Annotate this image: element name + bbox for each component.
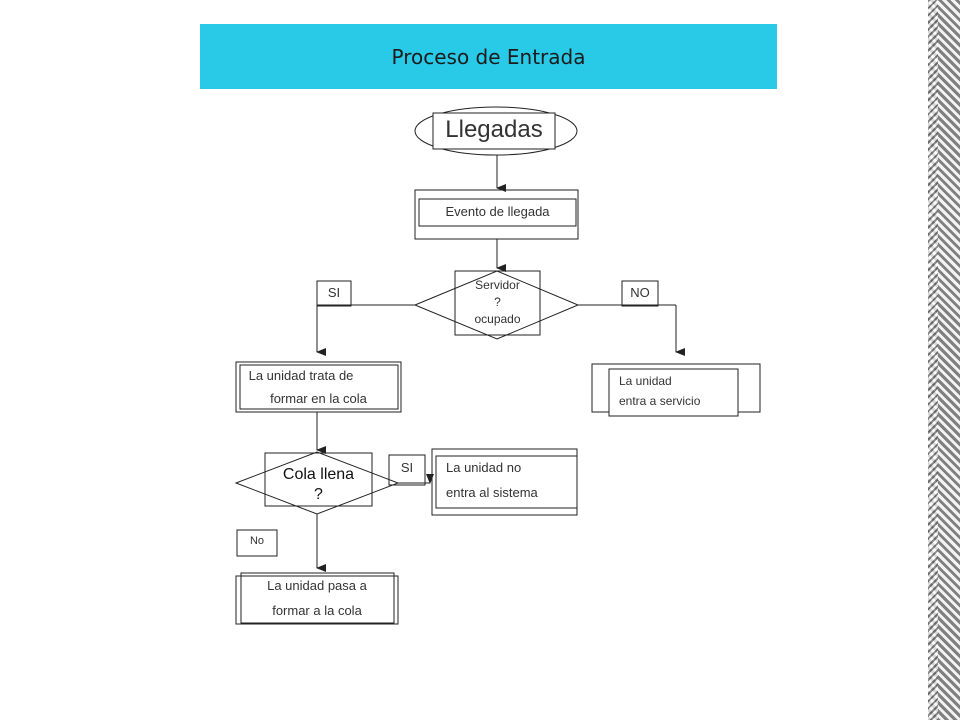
evento-inner-box — [418, 198, 577, 227]
trata-label-1: La unidad trata de — [248, 368, 354, 383]
cola-label-2: ? — [314, 486, 323, 503]
servidor-label-2: ? — [494, 295, 501, 309]
noentra-inner-box — [435, 455, 578, 509]
servicio-label-2: entra a servicio — [619, 394, 701, 408]
title-banner: Proceso de Entrada — [200, 24, 777, 89]
no-cola-label-box — [236, 529, 278, 557]
no-cola-label: No — [249, 535, 265, 547]
trata-inner-box — [239, 364, 399, 410]
decorative-border — [928, 0, 960, 720]
noentra-label-2: entra al sistema — [446, 485, 538, 500]
si-cola-label: SI — [400, 460, 414, 475]
pasa-outer-box — [235, 575, 399, 625]
noentra-outer-box — [431, 448, 578, 516]
trata-outer-box — [235, 361, 402, 413]
pasa-label-1: La unidad pasa a — [267, 578, 367, 593]
no-label-box — [621, 280, 659, 307]
noentra-label-1: La unidad no — [446, 460, 522, 475]
evento-label: Evento de llegada — [445, 204, 550, 219]
servicio-label-1: La unidad — [619, 374, 672, 388]
si-label-box — [316, 280, 352, 307]
pasa-label-2: formar a la cola — [272, 603, 362, 618]
llegadas-label: Llegadas — [445, 116, 543, 143]
trata-label-2: formar en la cola — [270, 391, 367, 406]
llegadas-box — [432, 112, 556, 150]
si-label: SI — [327, 285, 341, 300]
page-title: Proceso de Entrada — [391, 44, 586, 69]
pasa-inner-box — [240, 572, 395, 624]
no-label: NO — [630, 285, 650, 300]
cola-label-1: Cola llena — [282, 466, 355, 483]
servidor-label-3: ocupado — [474, 312, 521, 326]
llegadas-ellipse — [414, 106, 578, 156]
servicio-inner-box — [608, 368, 739, 417]
servidor-label-1: Servidor — [475, 278, 520, 292]
si-cola-label-box — [388, 454, 426, 486]
